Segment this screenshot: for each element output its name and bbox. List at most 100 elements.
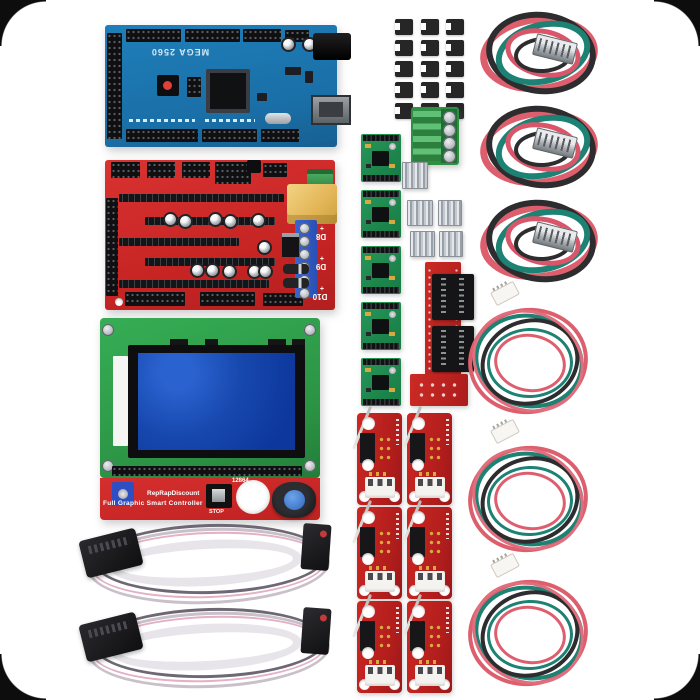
- trim-potentiometer: [389, 367, 396, 374]
- smd-part: [365, 368, 371, 372]
- pin-header: [202, 129, 257, 142]
- title-label: Full Graphic Smart Controller: [103, 500, 203, 507]
- smd-part: [389, 276, 395, 280]
- mounting-hole: [409, 491, 420, 502]
- pin-row: [363, 343, 399, 349]
- stop-button: [206, 484, 232, 508]
- micro-switch: [410, 433, 425, 463]
- mounting-hole: [409, 585, 420, 596]
- plus-label: +: [319, 224, 325, 231]
- trim-potentiometer: [389, 143, 396, 150]
- stepper-motor-cable-coil: [454, 552, 602, 700]
- solder-pads: [378, 623, 392, 649]
- endstop-cable-coil: [476, 5, 606, 102]
- mounting-hole: [362, 511, 375, 524]
- screw-hole: [304, 324, 316, 336]
- silkscreen-labels: [446, 513, 449, 539]
- electrolytic-capacitor: [251, 213, 266, 228]
- driver-chip: [372, 151, 389, 166]
- brand-label: RepRapDiscount: [147, 490, 200, 497]
- bezel-tab: [268, 339, 286, 346]
- terminal-screw: [299, 236, 310, 247]
- jst-connector: [365, 477, 395, 498]
- pin-header: [125, 292, 185, 306]
- solder-pads: [378, 529, 392, 555]
- pin-header: [185, 29, 240, 42]
- mounting-hole: [412, 553, 424, 565]
- board-model-label: MEGA 2560: [150, 47, 210, 57]
- reset-button: [157, 75, 179, 96]
- stepper-driver-board: [361, 302, 401, 350]
- electrolytic-capacitor: [190, 263, 205, 278]
- screw-hole: [304, 460, 316, 472]
- heatsink: [402, 162, 428, 189]
- jst-connector: [365, 571, 395, 592]
- jst-connector: [415, 571, 445, 592]
- mounting-hole: [362, 417, 375, 430]
- pin-header: [126, 29, 181, 42]
- silkscreen-labels: [446, 607, 449, 633]
- backlight-tab: [113, 356, 128, 446]
- pin-row: [363, 247, 399, 253]
- terminal-openings: [413, 111, 441, 161]
- jumper-cap: [421, 61, 439, 77]
- heatsink: [438, 200, 462, 226]
- driver-chip: [372, 319, 389, 334]
- endstop-switch-board: [352, 593, 402, 693]
- connector-pins: [419, 660, 439, 664]
- output-label-d8: D8: [315, 232, 327, 241]
- mounting-hole: [359, 585, 370, 596]
- bezel-tab: [292, 339, 305, 346]
- pin-header: [182, 162, 210, 178]
- micro-switch: [360, 621, 375, 651]
- jumper-cap: [395, 82, 413, 98]
- electrolytic-capacitor: [163, 212, 178, 227]
- contrast-potentiometer: [112, 482, 134, 506]
- terminal-screw: [299, 249, 310, 260]
- pin-row: [363, 135, 399, 141]
- corner-mark: [654, 654, 700, 700]
- heatsink: [407, 200, 433, 226]
- mounting-hole: [412, 605, 425, 618]
- pin-header: [111, 162, 140, 178]
- jumper-cap: [421, 82, 439, 98]
- heatsink: [439, 231, 463, 257]
- smd-chip: [285, 67, 301, 75]
- adapter-pcb-flange: [410, 374, 468, 406]
- heatsink: [410, 231, 435, 257]
- pin-header: [106, 198, 118, 296]
- mounting-hole: [409, 679, 420, 690]
- jumper-cap: [446, 40, 464, 56]
- stepper-motor-cable-coil: [454, 280, 602, 431]
- endstop-cable-coil: [476, 193, 606, 290]
- stepper-driver-board: [361, 190, 401, 238]
- pin-row: [363, 231, 399, 237]
- jumper-cap: [446, 61, 464, 77]
- pin-row: [363, 303, 399, 309]
- plus-label: +: [319, 254, 325, 261]
- pin-header: [200, 292, 255, 306]
- smd-part: [366, 220, 371, 224]
- terminal-screw: [299, 288, 310, 299]
- diode: [283, 264, 309, 274]
- rotary-encoder-knob: [272, 482, 316, 518]
- connector-pins: [369, 566, 389, 570]
- smd-chip: [305, 71, 313, 83]
- smd-part: [389, 164, 395, 168]
- mosfet: [282, 233, 299, 257]
- jumper-cap: [395, 19, 413, 35]
- terminal-screw: [443, 111, 456, 124]
- endstop-switch-board: [352, 405, 402, 505]
- electrolytic-capacitor: [223, 214, 238, 229]
- driver-socket-row: [119, 194, 284, 202]
- pin-row: [363, 287, 399, 293]
- endstop-switch-board: [402, 405, 452, 505]
- arduino-mega-board: MEGA 2560: [105, 25, 351, 147]
- jst-connector: [415, 665, 445, 686]
- idc-connector-exp2: [432, 326, 474, 372]
- electrolytic-capacitor: [281, 37, 296, 52]
- mounting-hole: [362, 647, 374, 659]
- trim-potentiometer: [389, 311, 396, 318]
- terminal-screw: [443, 150, 456, 163]
